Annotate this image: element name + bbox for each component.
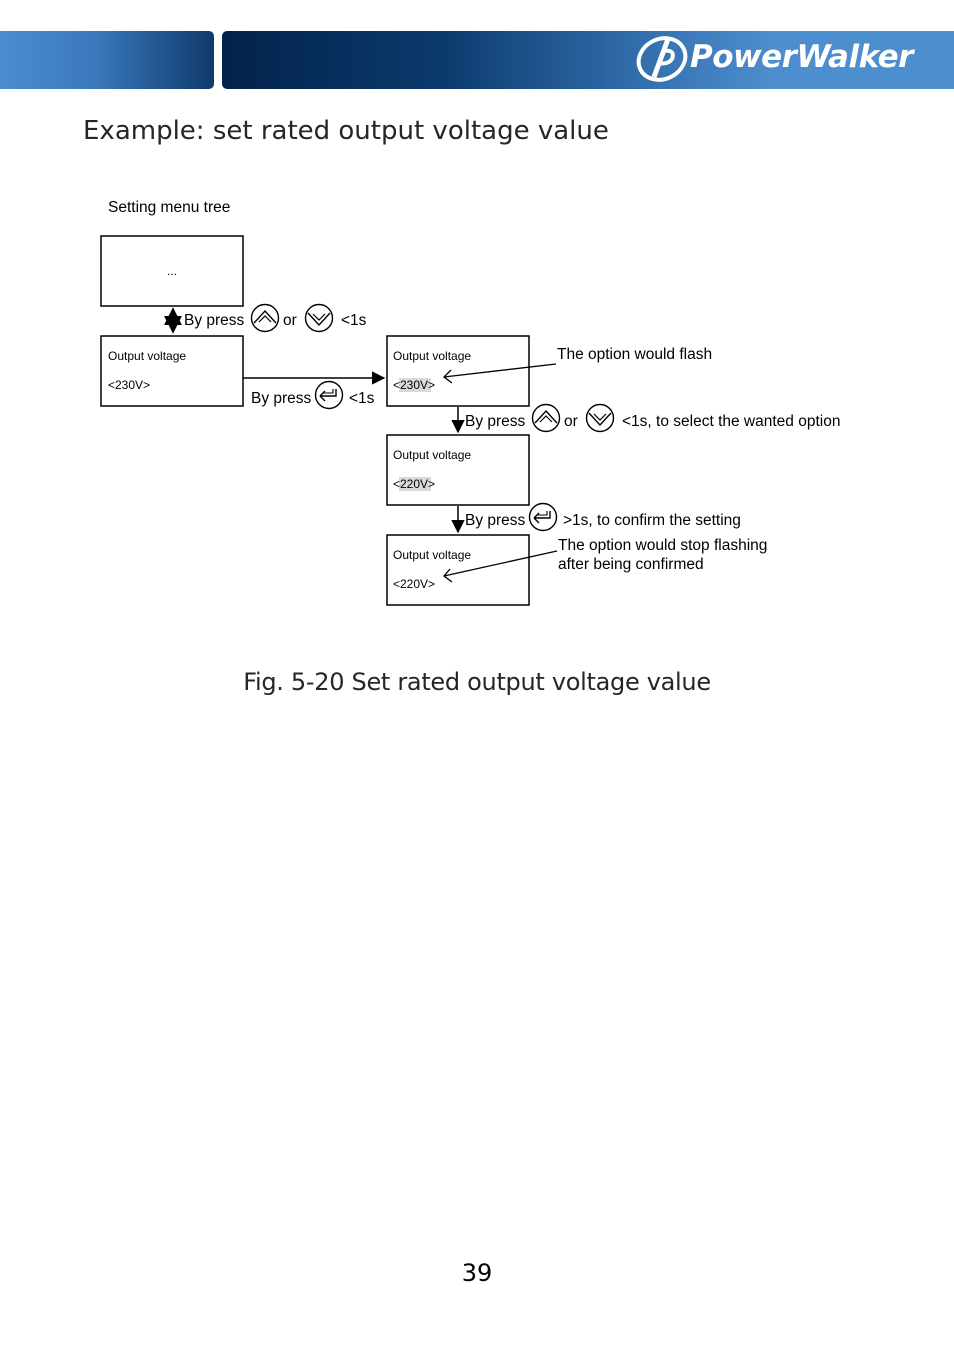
down-button-icon <box>304 303 334 333</box>
page-title: Example: set rated output voltage value <box>83 116 609 146</box>
down-button-icon <box>585 403 615 433</box>
menu-box-left-value: <230V> <box>108 378 150 392</box>
menu-box-r2-title: Output voltage <box>393 448 471 462</box>
action-3-label: By press <box>465 413 526 430</box>
figure-caption: Fig. 5-20 Set rated output voltage value <box>243 668 711 696</box>
menu-box-r1-title: Output voltage <box>393 349 471 363</box>
action-2-label: By press <box>251 390 312 407</box>
menu-box-r2 <box>386 434 530 506</box>
up-button-icon <box>250 303 280 333</box>
action-2-time: <1s <box>349 390 375 407</box>
menu-tree-diagram: Setting menu tree ... By press or <1s Ou… <box>100 199 840 606</box>
note-flash: The option would flash <box>557 346 712 363</box>
stop-callout-head <box>443 568 453 583</box>
flash-highlight <box>399 378 431 392</box>
menu-box-top-text: ... <box>167 264 177 278</box>
enter-button-icon <box>314 380 344 410</box>
menu-box-top <box>100 235 244 307</box>
menu-box-left <box>100 335 244 407</box>
menu-box-r2-value: <220V> <box>393 477 435 491</box>
tree-label: Setting menu tree <box>108 199 230 216</box>
note-stop-line2: after being confirmed <box>558 556 704 573</box>
stop-callout-line <box>443 550 558 577</box>
menu-box-r3-value: <220V> <box>393 577 435 591</box>
action-1-or: or <box>283 312 297 329</box>
header-bar-left <box>0 31 214 89</box>
flash-highlight <box>399 477 431 491</box>
action-1-label: By press <box>184 312 245 329</box>
logo-mark-icon <box>636 36 688 82</box>
menu-box-r1 <box>386 335 530 407</box>
action-1-time: <1s <box>341 312 367 329</box>
logo-text: PowerWalker <box>690 39 913 75</box>
action-3-tail: <1s, to select the wanted option <box>622 413 840 430</box>
flash-callout-head <box>443 369 453 384</box>
menu-box-r3-title: Output voltage <box>393 548 471 562</box>
enter-button-icon <box>528 502 558 532</box>
action-3-or: or <box>564 413 578 430</box>
action-4-tail: >1s, to confirm the setting <box>563 512 741 529</box>
powerwalker-logo: PowerWalker <box>632 33 944 85</box>
header-bar <box>222 31 954 89</box>
menu-box-r3 <box>386 534 530 606</box>
note-stop-line1: The option would stop flashing <box>558 537 767 554</box>
flash-callout-line <box>443 363 557 378</box>
page-number: 39 <box>461 1259 493 1287</box>
menu-box-r1-value: <230V> <box>393 378 435 392</box>
action-4-label: By press <box>465 512 526 529</box>
up-button-icon <box>531 403 561 433</box>
menu-box-left-title: Output voltage <box>108 349 186 363</box>
